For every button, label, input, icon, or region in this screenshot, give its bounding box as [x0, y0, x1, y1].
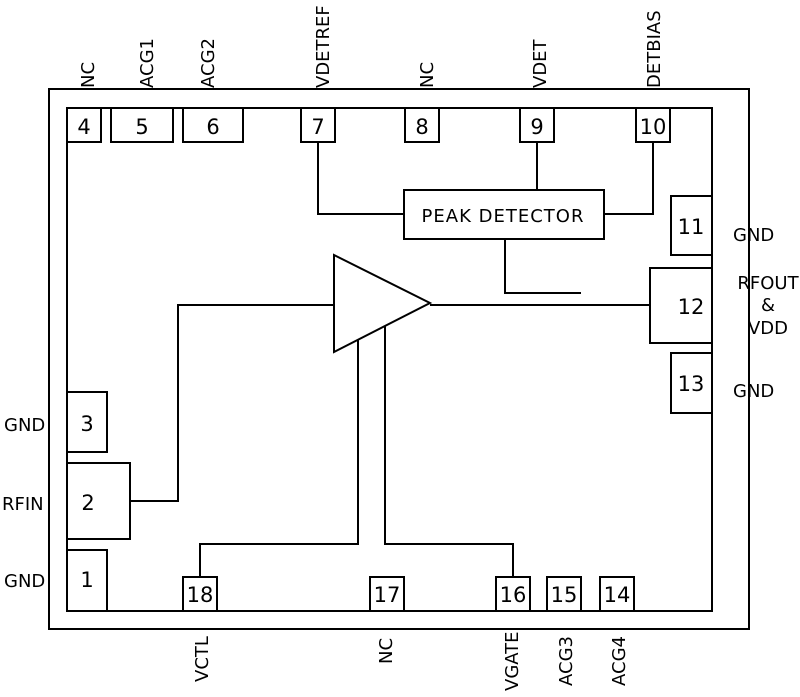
pin-3-label: GND: [4, 415, 45, 436]
pin-5-number: 5: [135, 115, 148, 139]
pin-13-number: 13: [678, 372, 705, 396]
pin-14-number: 14: [604, 583, 631, 607]
pin-7-pad: [300, 107, 336, 143]
pin-17-number: 17: [374, 583, 401, 607]
pin-16-pad: [495, 576, 531, 612]
pin-5-pad: [110, 107, 174, 143]
pin-12-label-line1: RFOUT: [737, 273, 799, 294]
pin-15-pad: [546, 576, 582, 612]
pin-2-number: 2: [81, 491, 94, 515]
pin-1-pad: [66, 549, 108, 612]
wire-vctl-to-amp: [199, 340, 359, 577]
pin-4-number: 4: [77, 115, 90, 139]
pin-1-number: 1: [80, 568, 93, 592]
pin-8-number: 8: [415, 115, 428, 139]
pin-4-pad: [66, 107, 102, 143]
pin-11-label: GND: [733, 225, 774, 246]
pin-2-pad: [66, 462, 131, 540]
pin-9-label: VDET: [530, 38, 551, 88]
pin-8-pad: [404, 107, 440, 143]
pin-11-number: 11: [678, 215, 705, 239]
pin-9-number: 9: [530, 115, 543, 139]
pin-5-label: ACG1: [137, 38, 158, 88]
pin-8-label: NC: [417, 62, 438, 88]
pin-4-label: NC: [78, 62, 99, 88]
pin-10-label: DETBIAS: [644, 10, 665, 88]
pin-3-number: 3: [80, 412, 93, 436]
pin-17-label: NC: [376, 638, 397, 664]
die-outline: [66, 107, 713, 612]
package-outline: [48, 88, 750, 630]
pin-16-label: VGATE: [502, 631, 523, 691]
pin-12-number: 12: [678, 295, 705, 319]
amplifier-symbol: [333, 253, 433, 354]
pin-10-number: 10: [640, 115, 667, 139]
pin-18-pad: [182, 576, 218, 612]
wire-detbias-to-detector: [604, 142, 654, 215]
pin-12-label-line3: VDD: [748, 318, 788, 339]
wire-vgate-to-amp: [384, 326, 514, 577]
pin-7-number: 7: [311, 115, 324, 139]
wire-vdetref-to-detector: [317, 142, 404, 215]
pin-14-pad: [599, 576, 635, 612]
pin-6-number: 6: [206, 115, 219, 139]
pin-2-label: RFIN: [2, 494, 44, 515]
pin-13-pad: [670, 352, 713, 414]
pin-15-number: 15: [551, 583, 578, 607]
pin-14-label: ACG4: [609, 636, 630, 686]
wire-detector-sense: [504, 239, 581, 294]
wire-rfin-to-amp: [130, 304, 334, 502]
pin-13-label: GND: [733, 381, 774, 402]
pin-9-pad: [519, 107, 555, 143]
pin-15-label: ACG3: [556, 636, 577, 686]
pin-18-label: VCTL: [192, 636, 213, 682]
pin-12-label-line2: &: [761, 295, 775, 316]
pin-7-label: VDETREF: [313, 5, 334, 88]
pin-17-pad: [369, 576, 405, 612]
pin-16-number: 16: [500, 583, 527, 607]
pin-11-pad: [670, 195, 713, 256]
pin-6-pad: [182, 107, 244, 143]
peak-detector-label: PEAK DETECTOR: [422, 206, 585, 227]
pin-1-label: GND: [4, 571, 45, 592]
pin-3-pad: [66, 391, 108, 453]
pin-6-label: ACG2: [198, 38, 219, 88]
pin-18-number: 18: [187, 583, 214, 607]
